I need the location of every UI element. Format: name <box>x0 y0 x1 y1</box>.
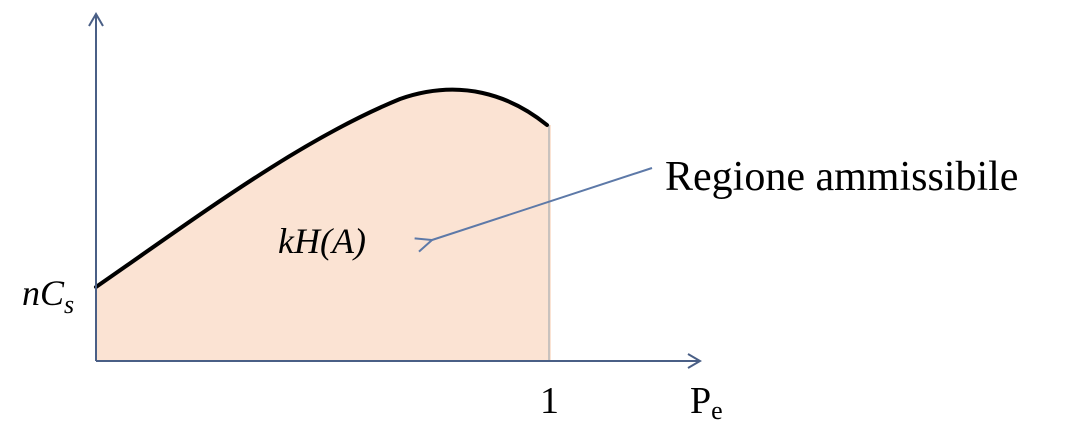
region-callout-label: Regione ammissibile <box>665 154 1018 200</box>
y-intercept-base: nC <box>22 273 65 313</box>
x-axis-base: P <box>690 380 711 422</box>
callout-arrow <box>432 167 653 240</box>
y-intercept-label: nCs <box>22 273 74 319</box>
x-tick-label: 1 <box>540 380 559 422</box>
x-axis-subscript: e <box>711 396 723 425</box>
region-inner-label: kH(A) <box>278 221 366 261</box>
upper-bound-curve <box>94 87 549 289</box>
y-intercept-subscript: s <box>64 290 74 319</box>
x-axis-label: Pe <box>690 380 723 425</box>
admissible-region-fill <box>96 89 551 362</box>
